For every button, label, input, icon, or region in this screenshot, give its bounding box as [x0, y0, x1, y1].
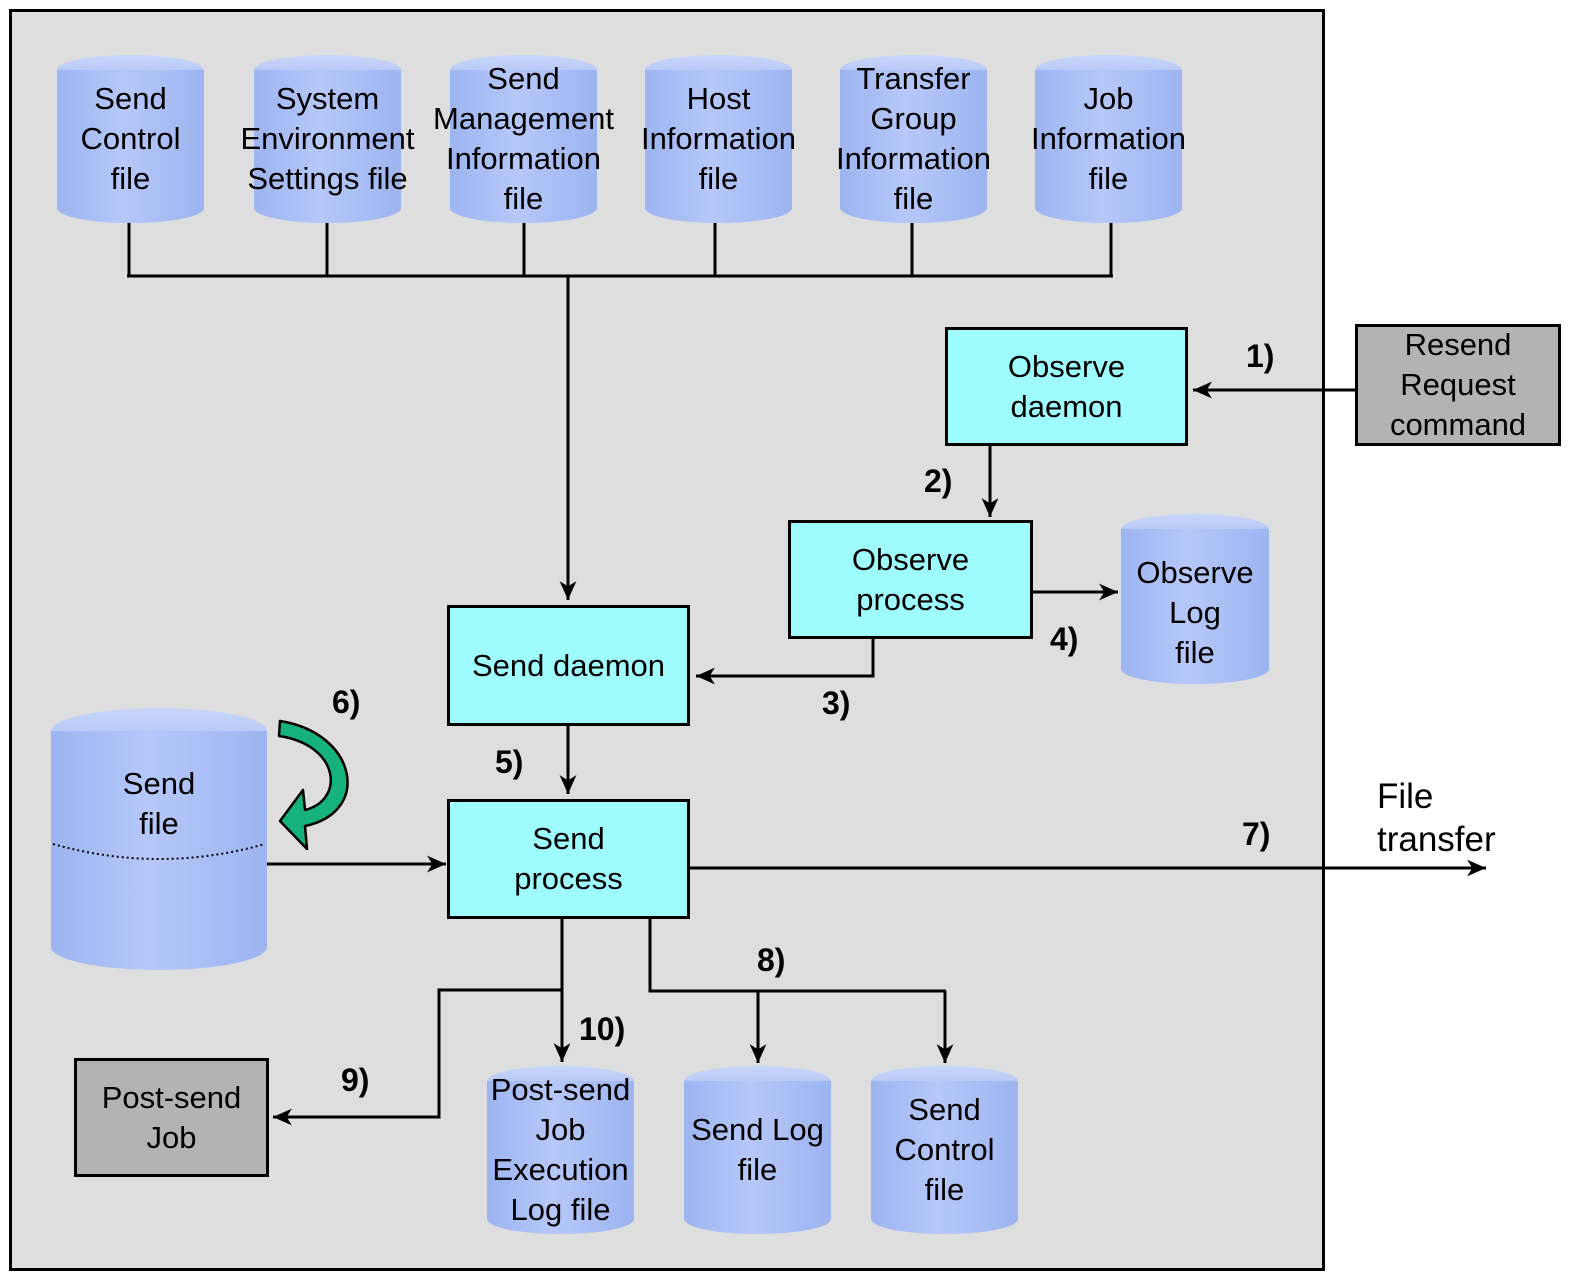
step-label-8: 8) — [757, 942, 786, 978]
send-file-divider — [52, 843, 266, 860]
send-process-label: Send process — [514, 821, 623, 896]
post-send-job-execution-log-file-store: Post-send Job Execution Log file — [487, 1066, 634, 1234]
step-label-10: 10) — [579, 1011, 626, 1047]
arrow-8-branch — [648, 918, 946, 993]
send-daemon-box: Send daemon — [447, 605, 690, 726]
store-label: Send Log file — [691, 1112, 824, 1187]
step-label-2: 2) — [924, 463, 953, 499]
job-information-file-store: Job Information file — [1031, 55, 1186, 223]
loop-arrow-6 — [277, 719, 349, 851]
step-label-9: 9) — [341, 1062, 370, 1098]
file-transfer-label: File transfer — [1377, 777, 1496, 859]
observe-daemon-label: Observe daemon — [1007, 348, 1126, 424]
system-environment-settings-file-store: System Environment Settings file — [240, 55, 415, 223]
send-control-file-store-bottom: Send Control file — [871, 1066, 1018, 1234]
send-file-store: Send file — [51, 708, 267, 970]
store-label: Send Control file — [80, 81, 181, 196]
step-label-6: 6) — [332, 684, 361, 720]
post-send-job-label: Post-send Job — [101, 1079, 242, 1155]
arrow-9 — [273, 988, 562, 1126]
post-send-job-box: Post-send Job — [74, 1058, 269, 1177]
store-label: Post-send Job Execution Log file — [490, 1072, 631, 1227]
resend-request-command-label: Resend Request command — [1389, 327, 1527, 442]
step-label-4: 4) — [1050, 621, 1079, 657]
store-label: Observe Log file — [1136, 555, 1254, 670]
send-log-file-store: Send Log file — [684, 1066, 831, 1234]
send-daemon-label: Send daemon — [471, 647, 666, 683]
send-control-file-store: Send Control file — [57, 55, 204, 223]
arrow-3 — [696, 638, 875, 685]
observe-process-label: Observe process — [851, 541, 970, 617]
step-label-7: 7) — [1242, 816, 1271, 852]
store-label: Transfer Group Information file — [835, 61, 992, 216]
resend-request-command-box: Resend Request command — [1355, 324, 1561, 446]
send-management-information-file-store: Send Management Information file — [433, 55, 614, 223]
send-process-box: Send process — [447, 799, 690, 919]
step-label-5: 5) — [495, 744, 524, 780]
observe-process-box: Observe process — [788, 520, 1033, 639]
step-label-1: 1) — [1246, 338, 1275, 374]
store-label: Job Information file — [1030, 81, 1187, 196]
store-label: Send file — [122, 766, 196, 841]
transfer-group-information-file-store: Transfer Group Information file — [836, 55, 991, 223]
step-label-3: 3) — [822, 685, 851, 721]
store-label: Host Information file — [640, 81, 797, 196]
store-label: System Environment Settings file — [240, 81, 415, 196]
store-label: Send Management Information file — [433, 61, 614, 216]
store-label: Send Control file — [894, 1092, 995, 1207]
observe-daemon-box: Observe daemon — [945, 327, 1188, 446]
host-information-file-store: Host Information file — [641, 55, 796, 223]
observe-log-file-store: Observe Log file — [1121, 514, 1269, 684]
